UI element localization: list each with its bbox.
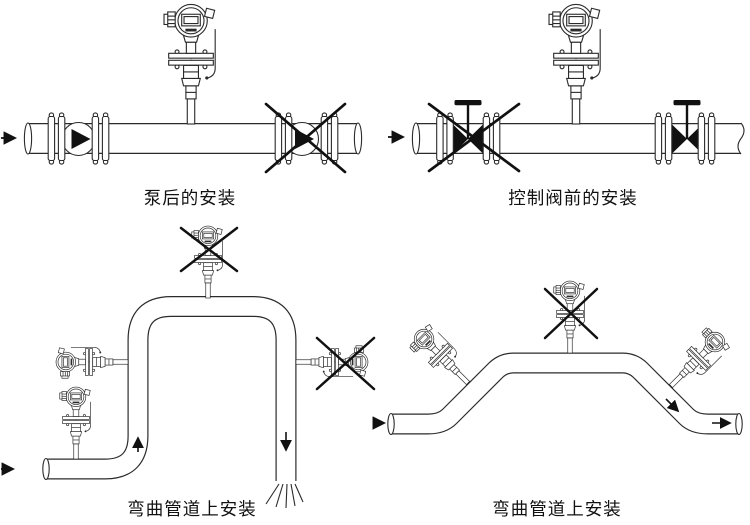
pipe-break-end [737,122,745,155]
diagram-curved-pipe-left: 弯曲管道上安装 [1,225,376,519]
pump-icon [61,121,96,157]
vortex-flowmeter-icon [405,321,479,395]
pipe-open-end [735,412,743,436]
vortex-flowmeter-icon [59,386,91,460]
diagram-after-pump: 泵后的安装 [1,3,363,208]
diagram-curved-pipe-right: 弯曲管道上安装 [372,280,743,519]
flow-direction-arrow-icon [665,398,680,413]
vortex-flowmeter-icon [553,280,585,354]
caption-after-pump: 泵后的安装 [144,188,237,208]
caption-before-control-valve: 控制阀前的安装 [508,188,638,208]
prohibition-cross-icon [427,102,521,173]
vortex-flowmeter-icon [659,323,733,397]
open-discharge-icon [265,483,304,509]
prohibition-cross-icon [315,336,376,391]
prohibition-cross-icon [543,287,599,340]
vortex-flowmeter-icon [55,347,129,379]
vortex-flowmeter-icon [548,3,601,125]
pipe-open-end [353,122,363,155]
pipe-open-end [411,122,421,155]
diagram-before-control-valve: 控制阀前的安装 [388,3,745,208]
caption-curved-pipe-right: 弯曲管道上安装 [492,499,622,519]
pipe-open-end [42,457,50,481]
pipe-open-end [387,412,395,436]
vortex-flowmeter-icon [163,3,216,125]
caption-curved-pipe-left: 弯曲管道上安装 [127,499,257,519]
prohibition-cross-icon [179,226,239,273]
prohibition-cross-icon [264,102,347,174]
vortex-flowmeter-icon [191,225,223,299]
pipe-open-end [23,122,33,155]
